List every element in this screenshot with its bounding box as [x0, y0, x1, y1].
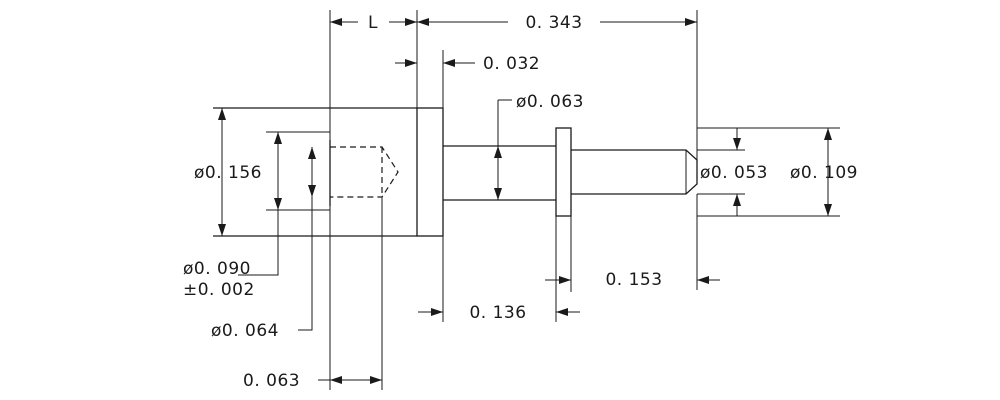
hidden-bore [330, 146, 399, 198]
dim-collar-diameter-label: ø0. 109 [790, 163, 858, 183]
dim-bore-depth-label: 0. 063 [243, 371, 300, 391]
dim-bore-tolerance-label: ±0. 002 [183, 280, 255, 300]
dimension-lines [218, 18, 832, 384]
shank-outline [443, 145, 556, 201]
dim-shank-length-label: 0. 136 [469, 303, 526, 323]
flange [416, 107, 444, 237]
dim-flange-thickness-label: 0. 032 [483, 54, 540, 74]
dim-tip-diameter-label: ø0. 053 [700, 163, 768, 183]
collar [555, 127, 572, 217]
head-body-outline [213, 107, 417, 237]
dim-overall-length-label: 0. 343 [525, 13, 582, 33]
dim-head-diameter-label: ø0. 156 [194, 163, 262, 183]
extension-lines [266, 10, 840, 390]
dim-bore-diameter-label: ø0. 090 [183, 259, 251, 279]
dim-tip-length-label: 0. 153 [605, 270, 662, 290]
part-outline [213, 107, 698, 237]
dim-shank-diameter-label: ø0. 063 [516, 92, 584, 112]
dimension-labels: L 0. 343 0. 032 ø0. 063 ø0. 156 ø0. 053 … [183, 13, 858, 391]
tip-outline [571, 149, 698, 195]
dim-drill-diameter-label: ø0. 064 [211, 321, 279, 341]
dim-L-label: L [368, 13, 378, 33]
